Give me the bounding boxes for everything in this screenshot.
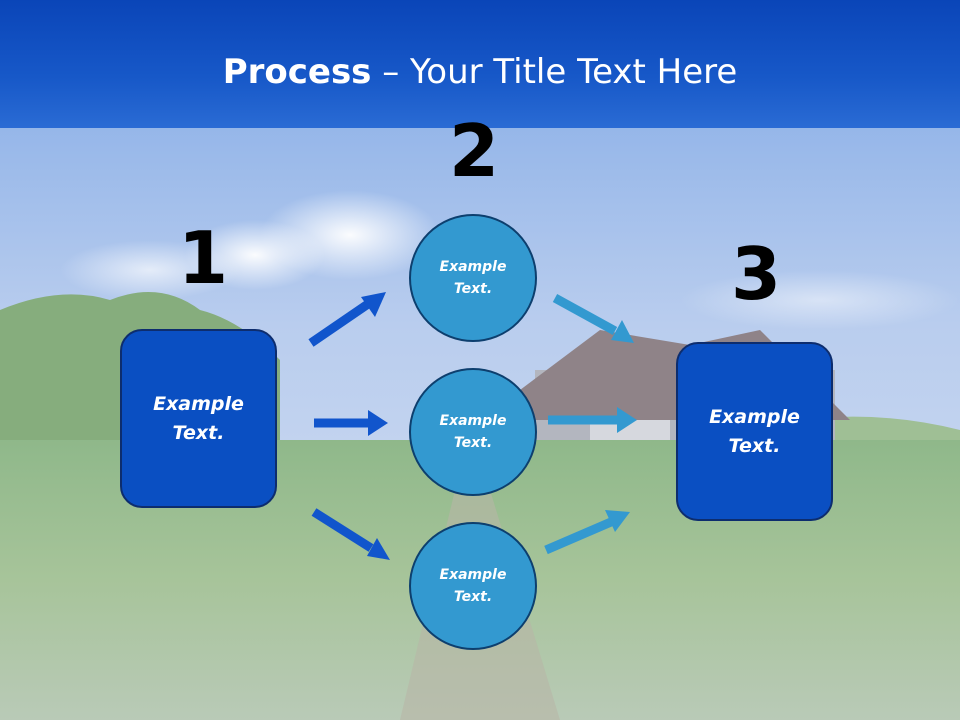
arrow-bottom-to-3 [544,510,630,555]
arrow-top-to-3 [552,294,634,343]
arrow-middle-to-3 [548,407,637,433]
step-3-text: Example Text. [709,406,800,457]
arrow-1-to-middle [314,410,388,436]
title-rest: – Your Title Text Here [371,52,738,92]
arrow-1-to-top [308,292,386,347]
title-bold: Process [222,52,372,92]
arrow-1-to-bottom [311,508,390,560]
step-3-box: Example Text. [676,342,833,521]
title-band [0,0,960,128]
step-1-text: Example Text. [153,393,244,444]
step-1-box: Example Text. [120,329,277,508]
step-number-1: 1 [178,216,229,300]
step-2-circle-top: Example Text. [409,214,537,342]
step-2-text-middle: Example Text. [439,412,507,451]
step-number-2: 2 [449,109,500,193]
step-2-circle-middle: Example Text. [409,368,537,496]
step-number-3: 3 [731,232,782,316]
page-title: Process – Your Title Text Here [0,52,960,92]
step-2-text-bottom: Example Text. [439,566,507,605]
step-2-text-top: Example Text. [439,258,507,297]
step-2-circle-bottom: Example Text. [409,522,537,650]
